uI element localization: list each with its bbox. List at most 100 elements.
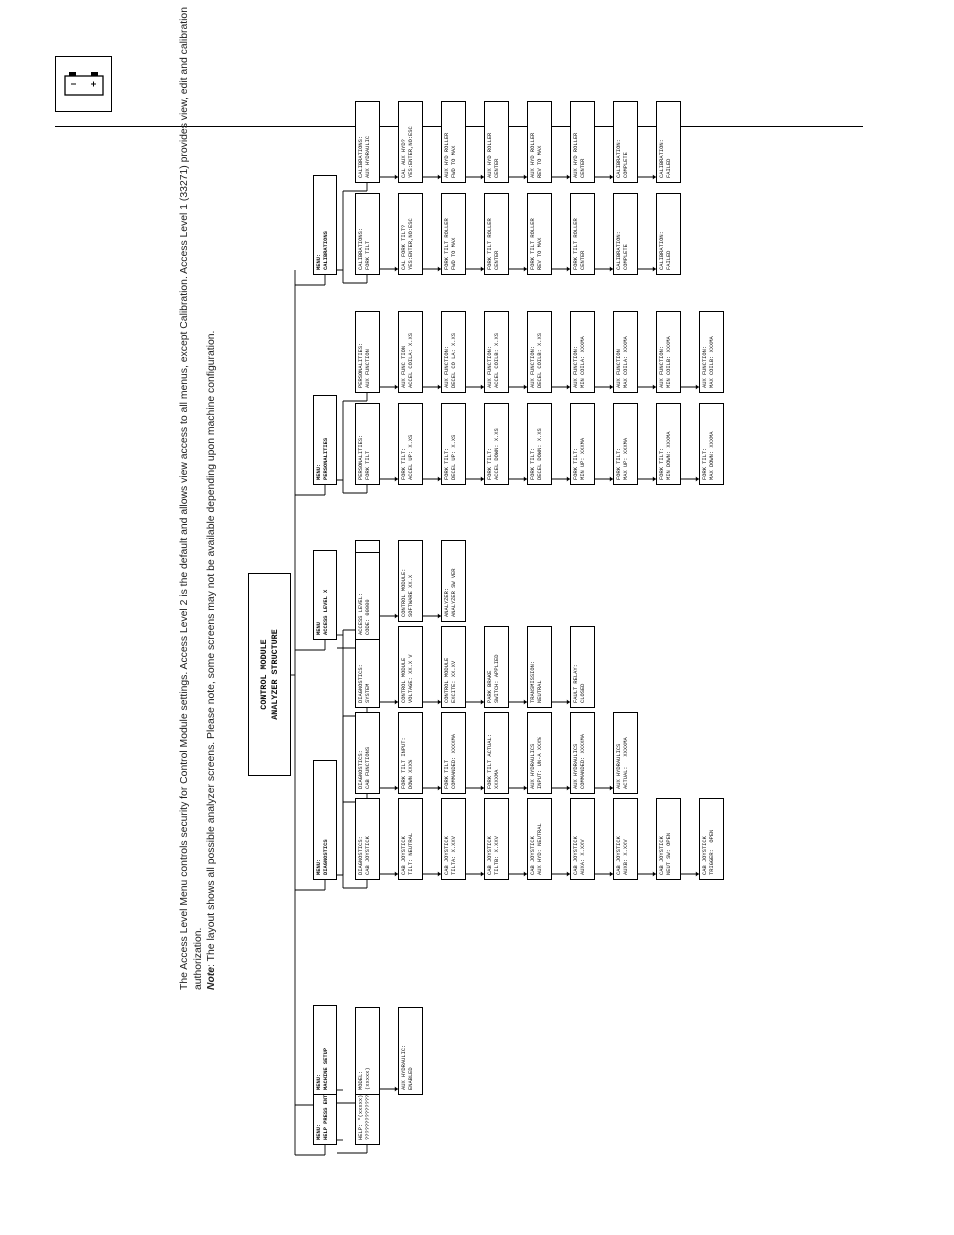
connector-arrow: [695, 476, 699, 482]
node-line: AUXA: X.XXV: [580, 839, 587, 875]
node-line: PERSONALITIES: [323, 437, 330, 480]
connector-arrow: [523, 266, 527, 272]
node-line: FORK TILT ROLLER: [573, 218, 579, 270]
screen-node: CAL AUX HYD?YES:ENTER,NO:ESC: [398, 101, 423, 183]
connector-arrow: [437, 476, 441, 482]
node-line: XXXXMA: [494, 769, 501, 789]
menu-diagnostics: MENU:DIAGNOSTICS: [313, 760, 337, 880]
node-line: AUXB: X.XXV: [623, 839, 630, 875]
connector-arrow: [566, 174, 570, 180]
node-line: MAX UP: XXXMA: [623, 437, 630, 480]
node-line: CAB JOYSTICK: [702, 836, 708, 875]
node-line: MIN COILA: XXXMA: [580, 336, 587, 388]
node-line: FORK TILT ROLLER: [444, 218, 450, 270]
connector-arrow: [566, 384, 570, 390]
connector-arrow: [480, 174, 484, 180]
screen-node: TRANSMISSION:NEUTRAL: [527, 626, 552, 708]
connector-arrow: [609, 871, 613, 877]
connector-arrow: [609, 174, 613, 180]
node-line: MIN UP: XXXMA: [580, 437, 587, 480]
connector-arrow: [523, 174, 527, 180]
node-line: CALIBRATIONS:: [358, 135, 364, 178]
node-line: MENU:: [316, 858, 322, 875]
node-line: AUX FUNCTION:: [573, 345, 579, 388]
node-line: ENABLED: [408, 1067, 415, 1090]
node-line: ANALYZER SW VER: [451, 568, 458, 617]
screen-node: CALIBRATION:COMPLETE: [613, 101, 638, 183]
connector-arrow: [437, 174, 441, 180]
screen-node: CALIBRATION:FAILED: [656, 193, 681, 275]
connector-arrow: [566, 871, 570, 877]
node-line: AUX HYDRAULICS: [573, 743, 579, 789]
node-line: CLOSED: [580, 683, 587, 703]
node-line: MENU:: [316, 463, 322, 480]
screen-node: FORK TILT:MAX DOWN: XXXMA: [699, 403, 724, 485]
node-line: REV TO MAX: [537, 237, 544, 270]
connector-arrow: [437, 785, 441, 791]
screen-node: PERSONALITIES:FORK TILT: [355, 403, 380, 485]
node-line: FAILED: [666, 158, 673, 178]
connector-arrow: [695, 384, 699, 390]
node-line: DECEL COILB: X.XS: [537, 333, 544, 388]
node-line: CODE: 00000: [365, 599, 372, 635]
node-line: COMPLETE: [623, 244, 630, 270]
node-line: SWITCH: APPLIED: [494, 654, 501, 703]
node-line: MAX COILA: XXXMA: [623, 336, 630, 388]
screen-node: CALIBRATIONS:AUX HYDRAULIC: [355, 101, 380, 183]
node-line: DECEL CO LA: X.XS: [451, 333, 458, 388]
connector-arrow: [652, 174, 656, 180]
node-line: ACCESS LEVEL:: [358, 592, 364, 635]
node-line: AUX HYDRAULIC: [365, 135, 372, 178]
node-line: ANALYZER:: [444, 587, 450, 617]
connector-arrow: [652, 384, 656, 390]
node-line: TRANSMISSION:: [530, 660, 536, 703]
screen-node: AUX FUNCTION:MAX COILB: XXXMA: [699, 311, 724, 393]
node-line: CAB JOYSTICK: [659, 836, 665, 875]
connector-arrow: [394, 871, 398, 877]
node-line: PERSONALITIES:: [358, 434, 364, 480]
node-line: AUX FUNCTION:: [659, 345, 665, 388]
node-line: AUX FUNCTION:: [487, 345, 493, 388]
node-line: AUX FUNC TION: [401, 345, 407, 388]
node-line: FORK TILT:: [573, 447, 579, 480]
node-line: ACCEL UP: X.XS: [408, 434, 415, 480]
node-line: PERSONALITIES:: [358, 342, 364, 388]
node-line: FORK TILT:: [530, 447, 536, 480]
node-line: DOWN XXX%: [408, 759, 415, 789]
screen-node: FORK TILT:MAX UP: XXXMA: [613, 403, 638, 485]
node-line: FORK TILT ROLLER: [530, 218, 536, 270]
node-line: ACCESS LEVEL X: [323, 589, 330, 635]
node-line: PARK BRAKE: [487, 670, 493, 703]
connector-arrow: [566, 476, 570, 482]
node-line: ACCEL DOWN: X.XS: [494, 428, 501, 480]
node-line: ACTUAL: XXXXMA: [623, 737, 630, 789]
battery-icon-box: [55, 56, 112, 112]
node-line: CONTROL MODULE: [401, 657, 407, 703]
screen-node: AUX FUNCTION:DECEL CO LA: X.XS: [441, 311, 466, 393]
node-line: CAL FORK TILT?: [401, 224, 407, 270]
node-line: CAB JOYSTICK: [573, 836, 579, 875]
node-line: CONTROL MODULE:: [401, 568, 407, 617]
node-line: FORK TILT: [365, 450, 372, 480]
connector-arrow: [523, 699, 527, 705]
node-line: CAB FUNCTIONS: [365, 746, 372, 789]
node-line: CALIBRATION:: [616, 231, 622, 270]
node-line: YES:ENTER,NO:ESC: [408, 126, 415, 178]
node-line: FORK TILT ACTUAL:: [487, 734, 493, 789]
node-line: FORK TILT:: [444, 447, 450, 480]
node-line: FAULT RELAY:: [573, 664, 579, 703]
node-line: CENTER: [494, 158, 501, 178]
node-line: TRIGGER: OPEN: [709, 829, 716, 875]
screen-node: FORK TILT:MIN UP: XXXMA: [570, 403, 595, 485]
battery-icon: [64, 72, 104, 96]
connector-arrow: [394, 384, 398, 390]
node-line: CALIBRATIONS: [323, 231, 330, 270]
node-line: YES:ENTER,NO:ESC: [408, 218, 415, 270]
